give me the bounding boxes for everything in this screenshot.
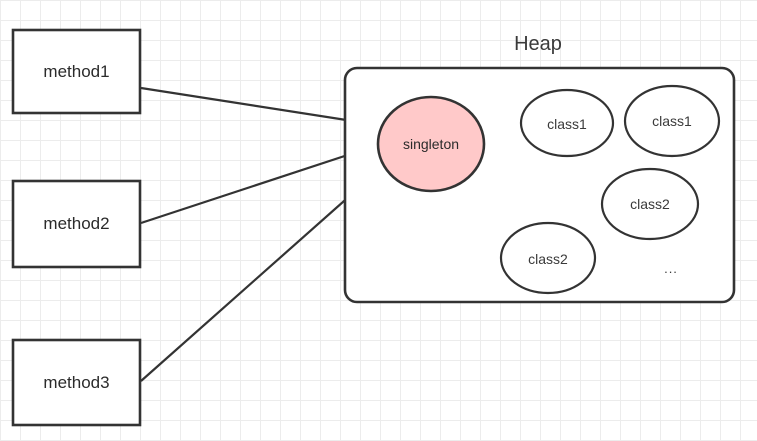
arrow-method3-singleton [140,169,380,382]
arrow-method1-singleton [140,86,373,127]
heap-object-class2-b[interactable] [499,221,597,295]
arrow-method2-singleton [140,144,376,225]
heap-object-class2-a[interactable] [600,167,700,241]
method-box-method3[interactable] [11,338,142,427]
method-box-method2[interactable] [11,179,142,269]
method-box-method1[interactable] [11,28,142,115]
arrow-group [140,86,380,382]
singleton-node[interactable] [376,95,486,193]
heap-object-class1-b[interactable] [623,84,721,158]
heap-object-class1-a[interactable] [519,88,615,158]
